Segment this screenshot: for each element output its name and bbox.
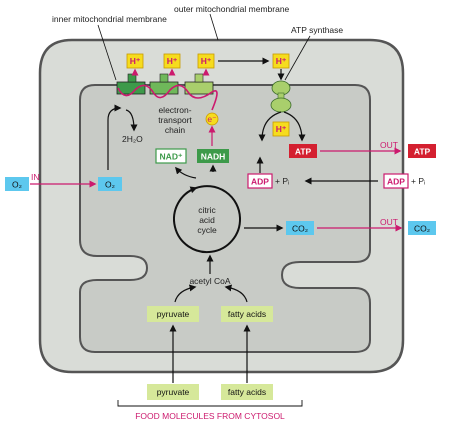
electron-marker: e⁻ xyxy=(205,112,219,126)
svg-text:ATP: ATP xyxy=(295,147,312,157)
atp-box-inner: ATP xyxy=(289,144,317,158)
atp-synthase-label: ATP synthase xyxy=(291,25,343,35)
svg-text:O₂: O₂ xyxy=(12,180,22,190)
citric-label-3: cycle xyxy=(197,225,217,235)
plus-pi-outer: + Pᵢ xyxy=(411,176,425,186)
nadh-box: NADH xyxy=(197,149,229,163)
svg-text:fatty acids: fatty acids xyxy=(228,387,266,397)
pyruvate-box-inner: pyruvate xyxy=(147,306,199,322)
h-plus-box-2: H⁺ xyxy=(163,53,181,69)
svg-text:H⁺: H⁺ xyxy=(276,124,287,134)
citric-label-2: acid xyxy=(199,215,215,225)
svg-text:pyruvate: pyruvate xyxy=(157,309,190,319)
citric-acid-cycle xyxy=(173,185,242,254)
svg-text:H⁺: H⁺ xyxy=(130,56,141,66)
svg-text:ADP: ADP xyxy=(387,177,405,187)
acetyl-coa-label: acetyl CoA xyxy=(189,276,230,286)
svg-text:e⁻: e⁻ xyxy=(207,114,217,124)
etc-label-3: chain xyxy=(165,125,186,135)
food-bracket xyxy=(117,400,303,407)
food-molecules-label: FOOD MOLECULES FROM CYTOSOL xyxy=(135,411,285,421)
svg-text:H⁺: H⁺ xyxy=(201,56,212,66)
citric-label-1: citric xyxy=(198,205,216,215)
fatty-acids-box-inner: fatty acids xyxy=(221,306,273,322)
svg-text:CO₂: CO₂ xyxy=(414,224,430,234)
h-plus-box-1: H⁺ xyxy=(126,53,144,69)
etc-label-2: transport xyxy=(158,115,192,125)
pyruvate-box-outer: pyruvate xyxy=(147,384,199,400)
electron-transport-chain xyxy=(116,73,218,111)
svg-text:ADP: ADP xyxy=(251,177,269,187)
o2-box-outer: O₂ xyxy=(5,177,29,191)
svg-text:O₂: O₂ xyxy=(105,180,115,190)
h-plus-box-4: H⁺ xyxy=(272,53,290,69)
nad-box: NAD⁺ xyxy=(155,148,187,164)
co2-box-inner: CO₂ xyxy=(286,221,314,235)
svg-text:pyruvate: pyruvate xyxy=(157,387,190,397)
svg-text:H⁺: H⁺ xyxy=(276,56,287,66)
plus-pi-inner: + Pᵢ xyxy=(275,176,289,186)
svg-text:NAD⁺: NAD⁺ xyxy=(160,152,183,162)
etc-label-1: electron- xyxy=(158,105,191,115)
o2-box-inner: O₂ xyxy=(98,177,122,191)
inner-membrane-label: inner mitochondrial membrane xyxy=(52,14,167,24)
out-atp-label: OUT xyxy=(380,140,398,150)
outer-membrane-label: outer mitochondrial membrane xyxy=(174,4,290,14)
atp-box-outer: ATP xyxy=(408,144,436,158)
svg-text:NADH: NADH xyxy=(201,152,226,162)
out-co2-label: OUT xyxy=(380,217,398,227)
atp-synthase xyxy=(270,80,292,113)
fatty-acids-box-outer: fatty acids xyxy=(221,384,273,400)
h-plus-box-3: H⁺ xyxy=(197,53,215,69)
adp-box-outer: ADP xyxy=(383,173,409,189)
svg-text:ATP: ATP xyxy=(414,147,431,157)
in-label: IN xyxy=(31,172,40,182)
svg-text:fatty acids: fatty acids xyxy=(228,309,266,319)
co2-box-outer: CO₂ xyxy=(408,221,436,235)
svg-text:CO₂: CO₂ xyxy=(292,224,308,234)
water-label: 2H₂O xyxy=(122,134,143,144)
h-plus-box-5: H⁺ xyxy=(272,121,290,137)
svg-text:H⁺: H⁺ xyxy=(167,56,178,66)
adp-box-inner: ADP xyxy=(247,173,273,189)
